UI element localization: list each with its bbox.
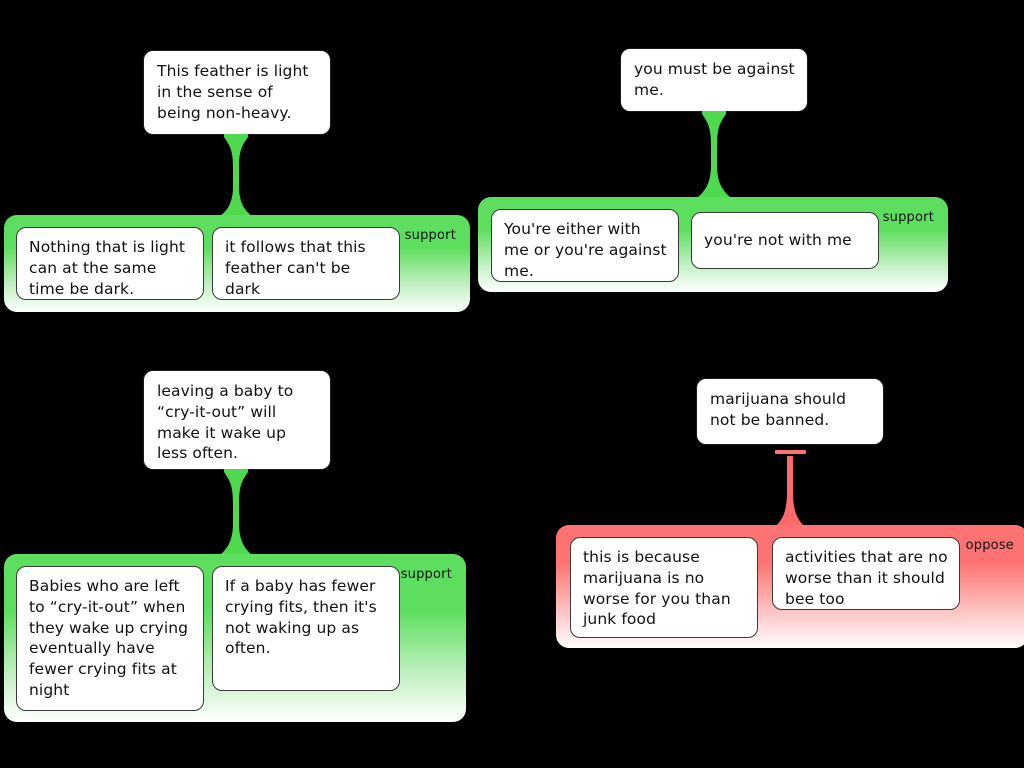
claim-box-feather[interactable]: This feather is light in the sense of be… <box>143 50 331 135</box>
premise-box-with-me-2[interactable]: you're not with me <box>691 212 879 269</box>
premise-box-feather-1[interactable]: Nothing that is light can at the same ti… <box>16 227 204 300</box>
support-panel-with-me: support You're either with me or you're … <box>478 197 948 292</box>
relation-label-oppose: oppose <box>965 538 1014 553</box>
premise-box-cry-it-out-1[interactable]: Babies who are left to “cry-it-out” when… <box>16 566 204 711</box>
support-panel-cry-it-out: support Babies who are left to “cry-it-o… <box>4 554 466 722</box>
premise-box-with-me-1[interactable]: You're either with me or you're against … <box>491 209 679 282</box>
claim-box-marijuana[interactable]: marijuana should not be banned. <box>696 378 884 445</box>
claim-box-cry-it-out[interactable]: leaving a baby to “cry-it-out” will make… <box>143 370 331 470</box>
relation-label-support: support <box>404 228 456 243</box>
support-connector-with-me <box>696 111 732 199</box>
support-connector-cry-it-out <box>218 469 254 557</box>
oppose-connector-marijuana <box>772 456 808 530</box>
oppose-panel-marijuana: oppose this is because marijuana is no w… <box>556 525 1024 648</box>
support-connector-feather <box>218 134 254 218</box>
oppose-tick-icon <box>775 450 806 454</box>
relation-label-support: support <box>400 567 452 582</box>
support-panel-feather: support Nothing that is light can at the… <box>4 215 470 312</box>
premise-box-marijuana-2[interactable]: activities that are no worse than it sho… <box>772 537 960 610</box>
relation-label-support: support <box>882 210 934 225</box>
claim-box-with-me[interactable]: you must be against me. <box>620 48 808 112</box>
premise-box-marijuana-1[interactable]: this is because marijuana is no worse fo… <box>570 537 758 638</box>
premise-box-feather-2[interactable]: it follows that this feather can't be da… <box>212 227 400 300</box>
premise-box-cry-it-out-2[interactable]: If a baby has fewer crying fits, then it… <box>212 566 400 691</box>
